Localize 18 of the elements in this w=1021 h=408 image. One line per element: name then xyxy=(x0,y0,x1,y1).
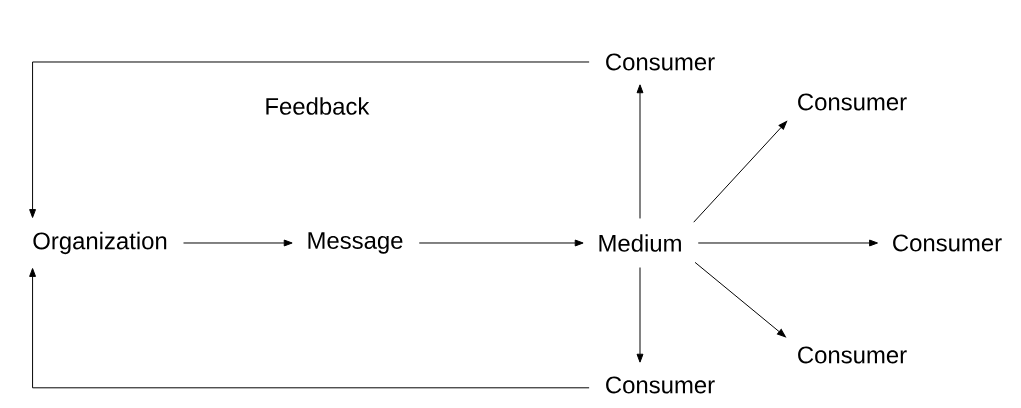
arrow xyxy=(29,268,590,389)
arrow xyxy=(693,121,788,223)
edge-label: Feedback xyxy=(263,95,371,117)
text-label: Consumer xyxy=(606,53,715,71)
text-label: Organization xyxy=(33,231,167,255)
arrow xyxy=(183,239,293,247)
text-label: Consumer xyxy=(798,93,907,111)
text-label: Consumer xyxy=(798,346,907,364)
arrow xyxy=(636,267,644,363)
arrow xyxy=(636,84,644,219)
text-label: Consumer xyxy=(893,234,1002,252)
text-label: Consumer xyxy=(606,376,715,394)
text-label: Message xyxy=(308,232,403,254)
text-label: Medium xyxy=(599,234,681,252)
arrow xyxy=(694,261,786,338)
arrow xyxy=(418,239,584,247)
arrow xyxy=(697,239,878,247)
arrow xyxy=(29,61,590,218)
